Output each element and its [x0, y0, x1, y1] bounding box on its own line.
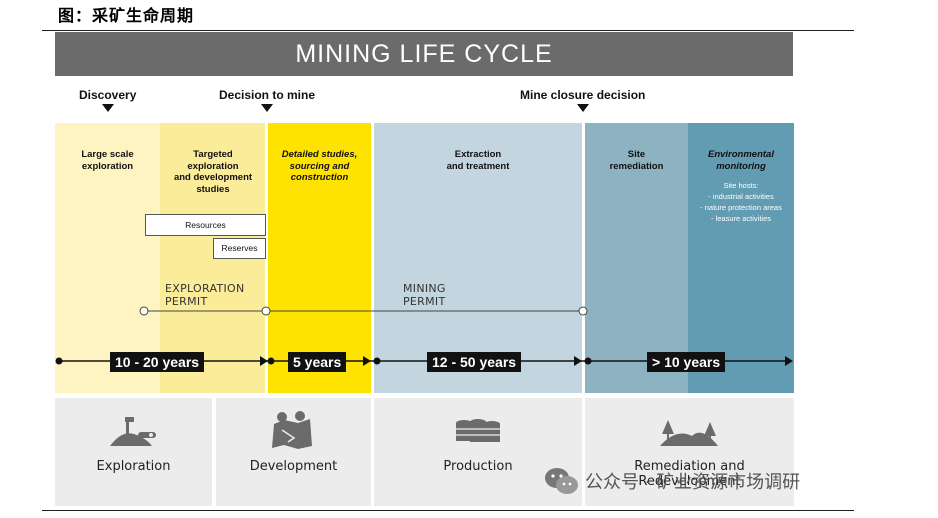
arrow-3-icon — [574, 356, 582, 366]
milestone-discovery: Discovery — [79, 88, 137, 102]
reserves-box: Reserves — [213, 238, 266, 259]
label-detailed: Detailed studies, sourcing and construct… — [281, 149, 358, 183]
development-icon — [272, 411, 312, 449]
phase-extraction — [374, 123, 582, 393]
phase-site-remediation — [585, 123, 688, 393]
stage-label-production: Production — [443, 459, 513, 474]
mining-permit-label: MINING PERMIT — [403, 282, 446, 308]
duration-remediation: > 10 years — [647, 352, 726, 372]
stage-exploration — [55, 398, 212, 506]
discovery-marker-icon — [102, 104, 114, 112]
stage-label-remediation: Remediation and Redevelopment — [634, 459, 745, 489]
stage-development — [216, 398, 371, 506]
stage-production — [374, 398, 582, 506]
duration-exploration: 10 - 20 years — [110, 352, 205, 372]
site-hosts-list: Site hosts: - industrial activities - na… — [700, 181, 782, 223]
milestone-closure: Mine closure decision — [520, 88, 646, 102]
permit-decision-node — [261, 306, 271, 316]
bottom-rule — [42, 510, 854, 511]
arrow-4-icon — [785, 356, 793, 366]
phase-large-scale — [55, 123, 160, 393]
arrow-2-icon — [363, 356, 371, 366]
production-icon — [456, 419, 500, 442]
timeline-dot-2 — [267, 357, 275, 365]
phase-environmental-monitoring — [688, 123, 794, 393]
stage-label-development: Development — [249, 459, 338, 474]
duration-development: 5 years — [288, 352, 347, 372]
remediation-icon — [660, 420, 718, 446]
arrow-1-icon — [260, 356, 268, 366]
stage-label-exploration: Exploration — [96, 459, 171, 474]
timeline-start-dot — [55, 357, 63, 365]
exploration-permit-label: EXPLORATION PERMIT — [165, 282, 245, 308]
exploration-icon — [110, 417, 156, 446]
label-site-remediation: Site remediation — [609, 149, 664, 172]
timeline-dot-3 — [373, 357, 381, 365]
label-environmental-monitoring: Environmental monitoring — [708, 149, 774, 172]
label-large-scale: Large scale exploration — [81, 149, 134, 172]
stage-remediation — [585, 398, 794, 506]
closure-marker-icon — [577, 104, 589, 112]
permit-start-node — [139, 306, 149, 316]
wechat-icon — [545, 468, 578, 494]
phase-detailed — [268, 123, 371, 393]
milestone-decision: Decision to mine — [219, 88, 316, 102]
watermark-text: 公众号 · 矿业资源市场调研 — [585, 472, 801, 493]
figure-caption: 图：采矿生命周期 — [58, 6, 195, 25]
diagram-title: MINING LIFE CYCLE — [55, 32, 793, 76]
resources-box: Resources — [145, 214, 266, 236]
permit-end-node — [578, 306, 588, 316]
timeline-dot-4 — [584, 357, 592, 365]
label-extraction: Extraction and treatment — [446, 149, 510, 172]
label-targeted: Targeted exploration and development stu… — [173, 149, 253, 195]
decision-marker-icon — [261, 104, 273, 112]
top-rule — [42, 30, 854, 31]
duration-production: 12 - 50 years — [427, 352, 522, 372]
